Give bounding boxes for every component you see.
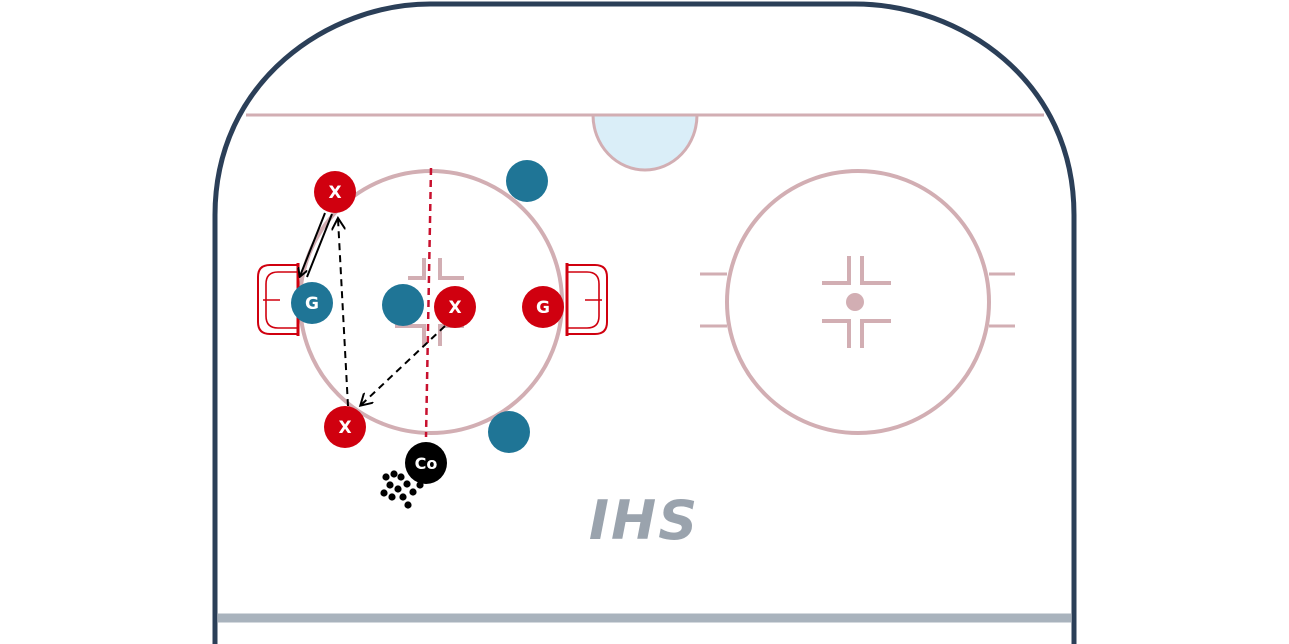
- red-player-center[interactable]: X: [434, 286, 476, 328]
- faceoff-circle-right: [700, 169, 1015, 435]
- pass-arrow: [338, 219, 349, 407]
- player-label: X: [328, 183, 341, 203]
- blue-player-bottom[interactable]: [488, 411, 530, 453]
- ihs-logo: IHS: [589, 489, 699, 552]
- hockey-net-icon: [565, 263, 608, 336]
- skate-path-arrow: [300, 212, 326, 276]
- play-arrows: [300, 212, 446, 407]
- red-player-top[interactable]: X: [314, 171, 356, 213]
- puck-pile-icon: [380, 470, 424, 509]
- player-label: G: [536, 298, 550, 318]
- goal-crease: [591, 113, 699, 172]
- player-label: X: [338, 418, 351, 438]
- blue-player-top[interactable]: [506, 160, 548, 202]
- coach[interactable]: Co: [405, 442, 447, 484]
- pass-arrow: [361, 325, 446, 405]
- player-label: X: [448, 298, 461, 318]
- player-label: G: [305, 294, 319, 314]
- goalie-right[interactable]: G: [522, 286, 564, 328]
- faceoff-dot-right: [846, 293, 864, 311]
- coach-label: Co: [415, 454, 438, 473]
- goalie-left[interactable]: G: [291, 282, 333, 324]
- skate-path-arrow: [306, 213, 333, 278]
- rink-boards: [212, 1, 1077, 644]
- red-player-bottom[interactable]: X: [324, 406, 366, 448]
- red-dashed-divider: [424, 167, 433, 438]
- blue-player-mid[interactable]: [382, 284, 424, 326]
- logo-text: IHS: [589, 489, 699, 552]
